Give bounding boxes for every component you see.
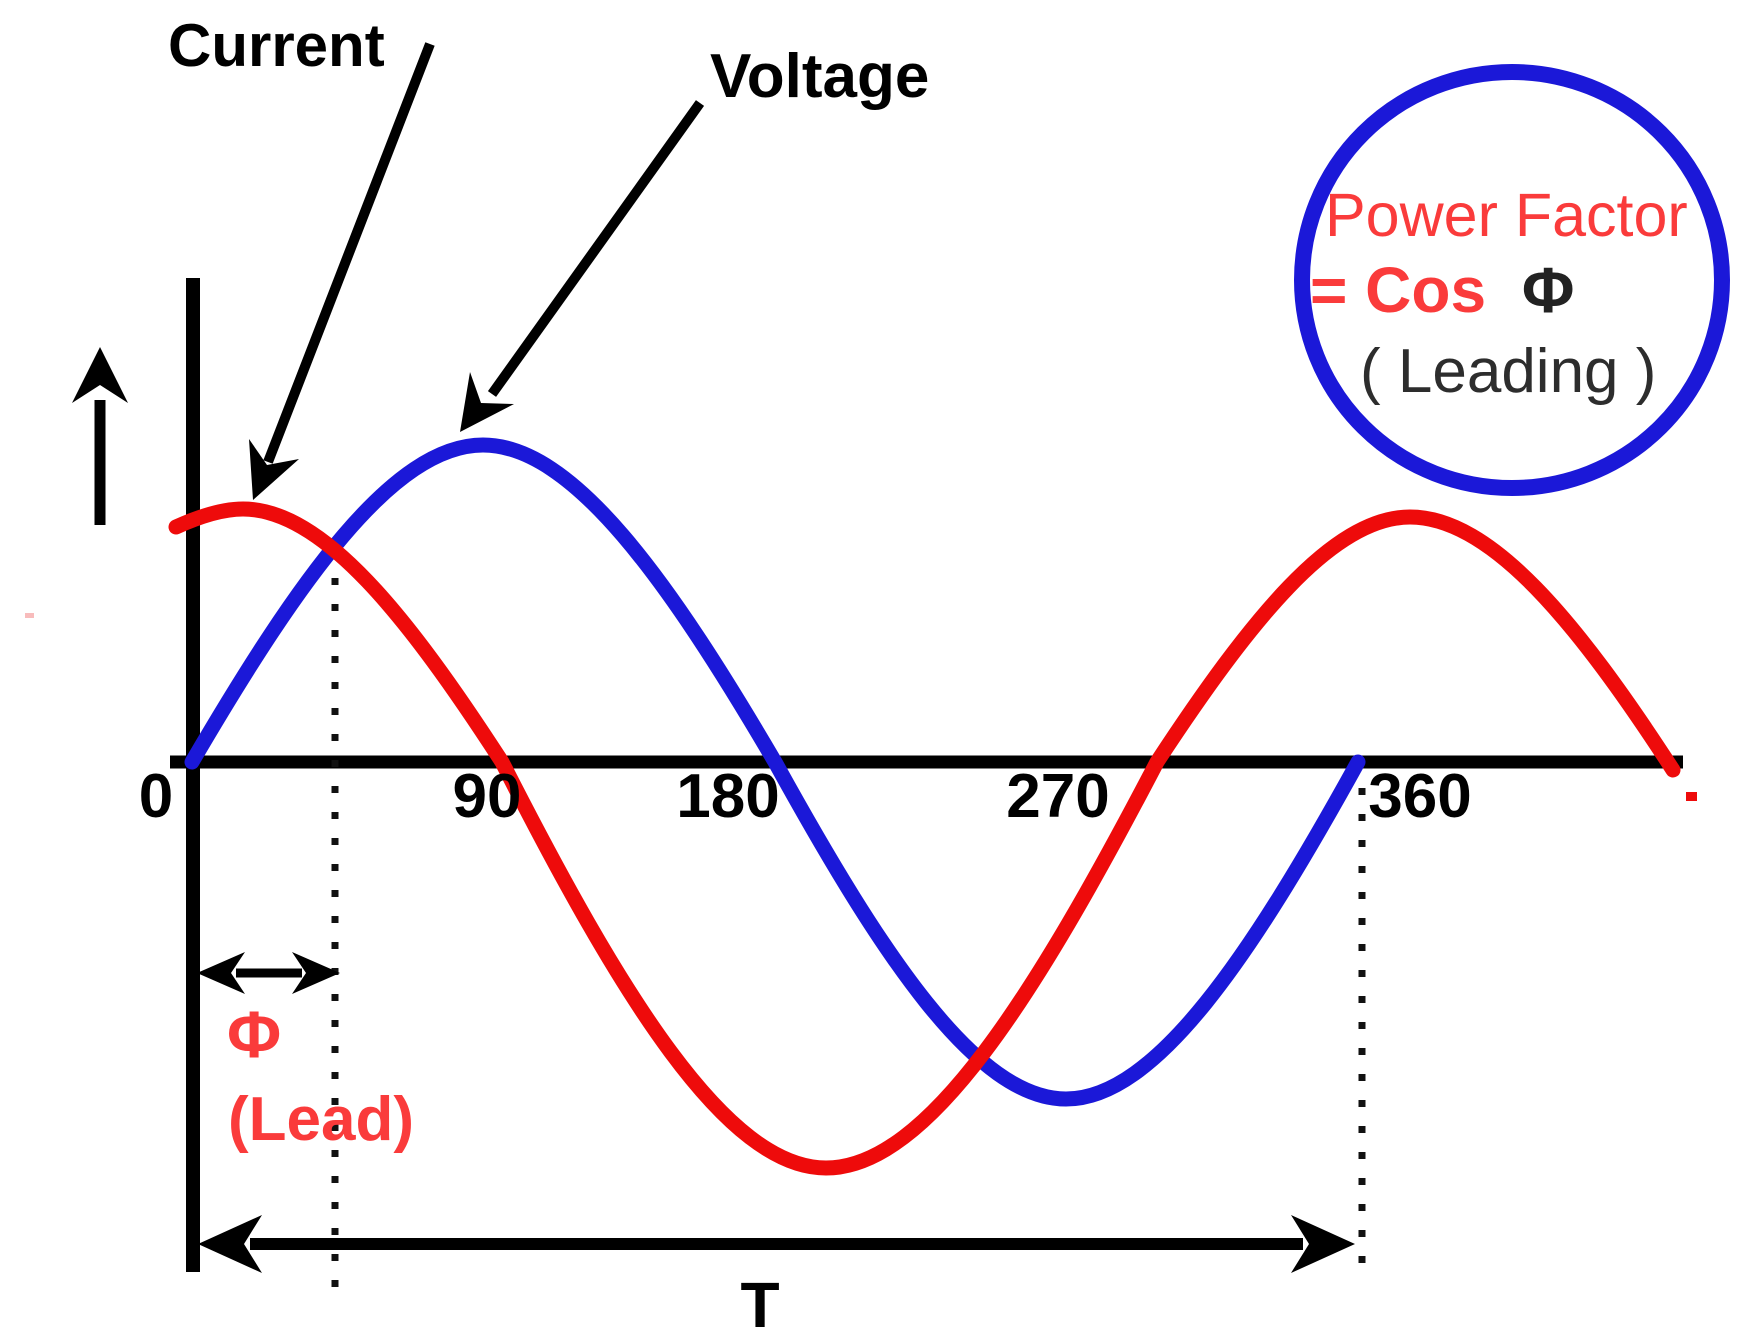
- tick-360: 360: [1368, 762, 1471, 831]
- current-label: Current: [168, 12, 385, 79]
- amplitude-up-arrow-icon: [72, 347, 128, 525]
- power-factor-line3: ( Leading ): [1360, 337, 1656, 406]
- power-factor-phi: Φ: [1522, 254, 1575, 326]
- stray-red-mark: [25, 613, 34, 618]
- period-label: T: [740, 1269, 779, 1341]
- power-factor-eq-cos: = Cos: [1310, 254, 1486, 326]
- power-factor-line2: = Cos Φ: [1310, 254, 1574, 326]
- tick-180: 180: [676, 762, 779, 831]
- voltage-pointer-arrow-icon: [460, 100, 705, 432]
- stray-red-mark: [1686, 792, 1697, 801]
- voltage-label: Voltage: [710, 42, 929, 111]
- phase-symbol-label: Φ: [227, 997, 281, 1071]
- current-waveform: [168, 501, 1681, 1176]
- power-factor-circle: [1294, 64, 1730, 496]
- voltage-waveform: [184, 437, 1366, 1107]
- tick-270: 270: [1006, 762, 1109, 831]
- current-pointer-arrow-icon: [249, 42, 435, 500]
- power-factor-line1: Power Factor: [1325, 181, 1688, 249]
- phase-lead-label: (Lead): [228, 1085, 414, 1154]
- tick-0: 0: [139, 762, 173, 831]
- period-double-arrow-icon: [198, 1215, 1355, 1273]
- phase-lead-double-arrow-icon: [197, 952, 340, 994]
- tick-90: 90: [453, 762, 522, 831]
